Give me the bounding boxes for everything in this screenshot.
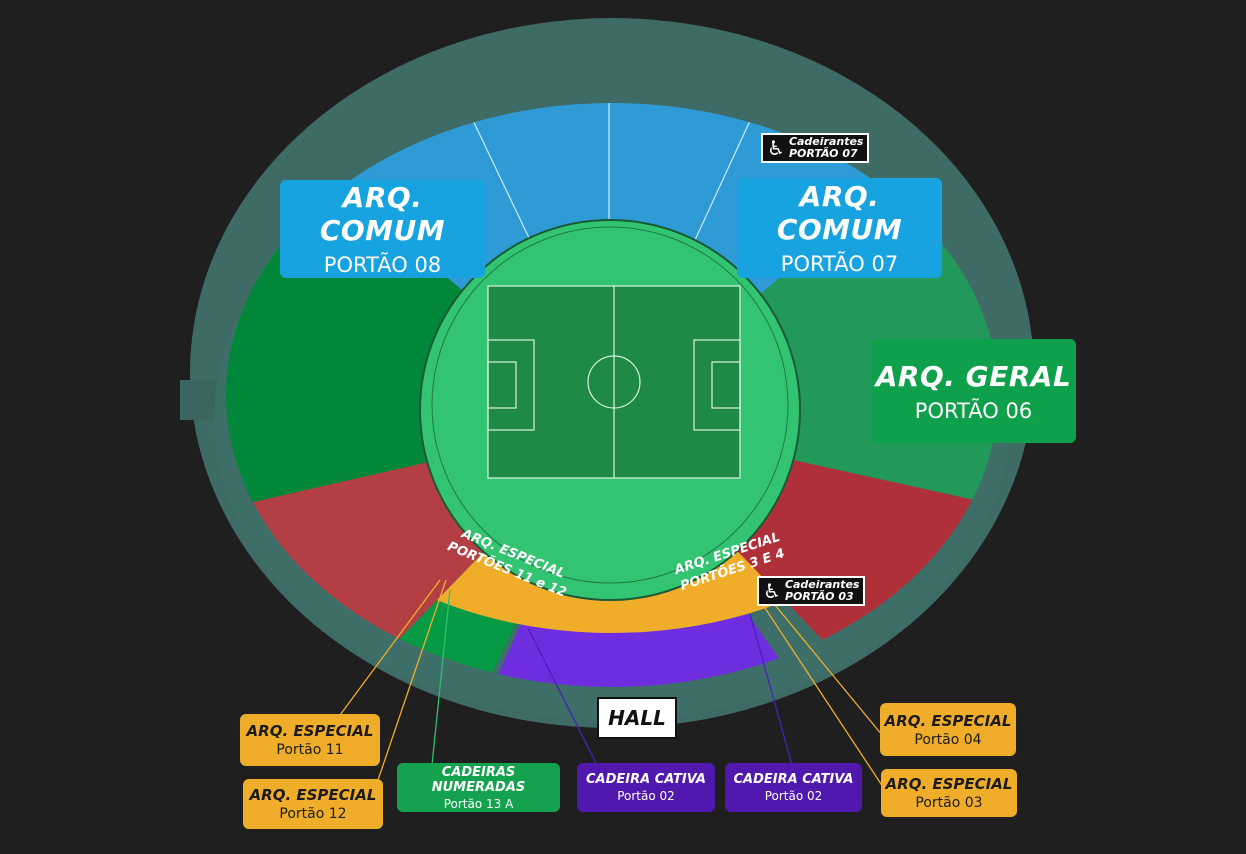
callout-title: ARQ. ESPECIAL <box>885 775 1013 793</box>
callout-numeradas-13a[interactable]: CADEIRAS NUMERADAS Portão 13 A <box>397 763 560 812</box>
sector-label-geral-06[interactable]: ARQ. GERAL PORTÃO 06 <box>871 339 1076 443</box>
sector-title: ARQ. COMUM <box>776 180 903 246</box>
callout-cativa-02-right[interactable]: CADEIRA CATIVA Portão 02 <box>725 763 862 812</box>
sector-gate: PORTÃO 07 <box>780 252 899 276</box>
callout-especial-04[interactable]: ARQ. ESPECIAL Portão 04 <box>880 703 1016 756</box>
callout-gate: Portão 12 <box>279 806 347 822</box>
callout-gate: Portão 13 A <box>443 796 514 811</box>
sector-green-left[interactable] <box>0 150 612 560</box>
sector-gate: PORTÃO 08 <box>323 253 442 277</box>
callout-title: CADEIRA CATIVA <box>585 772 706 787</box>
callout-cativa-02-left[interactable]: CADEIRA CATIVA Portão 02 <box>577 763 715 812</box>
callout-especial-11[interactable]: ARQ. ESPECIAL Portão 11 <box>240 714 380 766</box>
callout-title: CADEIRA CATIVA <box>733 772 854 787</box>
football-field <box>487 285 741 479</box>
badge-line1: Cadeirantes <box>784 578 860 591</box>
callout-gate: Portão 02 <box>764 789 823 803</box>
callout-title: ARQ. ESPECIAL <box>884 711 1012 730</box>
badge-line2: PORTÃO 07 <box>788 147 858 160</box>
sector-label-comum-08[interactable]: ARQ. COMUM PORTÃO 08 <box>280 180 485 278</box>
callout-especial-12[interactable]: ARQ. ESPECIAL Portão 12 <box>243 779 383 829</box>
callout-gate: Portão 04 <box>914 731 982 748</box>
callout-title: CADEIRAS NUMERADAS <box>431 764 526 795</box>
callout-gate: Portão 03 <box>915 795 983 811</box>
sector-label-comum-07[interactable]: ARQ. COMUM PORTÃO 07 <box>737 178 942 278</box>
sector-gate: PORTÃO 06 <box>914 398 1033 423</box>
wheelchair-icon: ♿ <box>763 579 781 603</box>
callout-lines <box>339 579 886 791</box>
hall-label: HALL <box>597 697 677 739</box>
badge-line1: Cadeirantes <box>788 135 864 148</box>
callout-gate: Portão 02 <box>617 789 675 803</box>
wheelchair-icon: ♿ <box>767 136 785 160</box>
callout-title: ARQ. ESPECIAL <box>249 786 377 804</box>
callout-especial-03[interactable]: ARQ. ESPECIAL Portão 03 <box>881 769 1017 817</box>
badge-line2: PORTÃO 03 <box>784 590 854 603</box>
sector-title: ARQ. GERAL <box>875 359 1072 393</box>
sector-title: ARQ. COMUM <box>319 181 446 247</box>
callout-title: ARQ. ESPECIAL <box>246 722 374 740</box>
callout-gate: Portão 11 <box>276 742 344 758</box>
